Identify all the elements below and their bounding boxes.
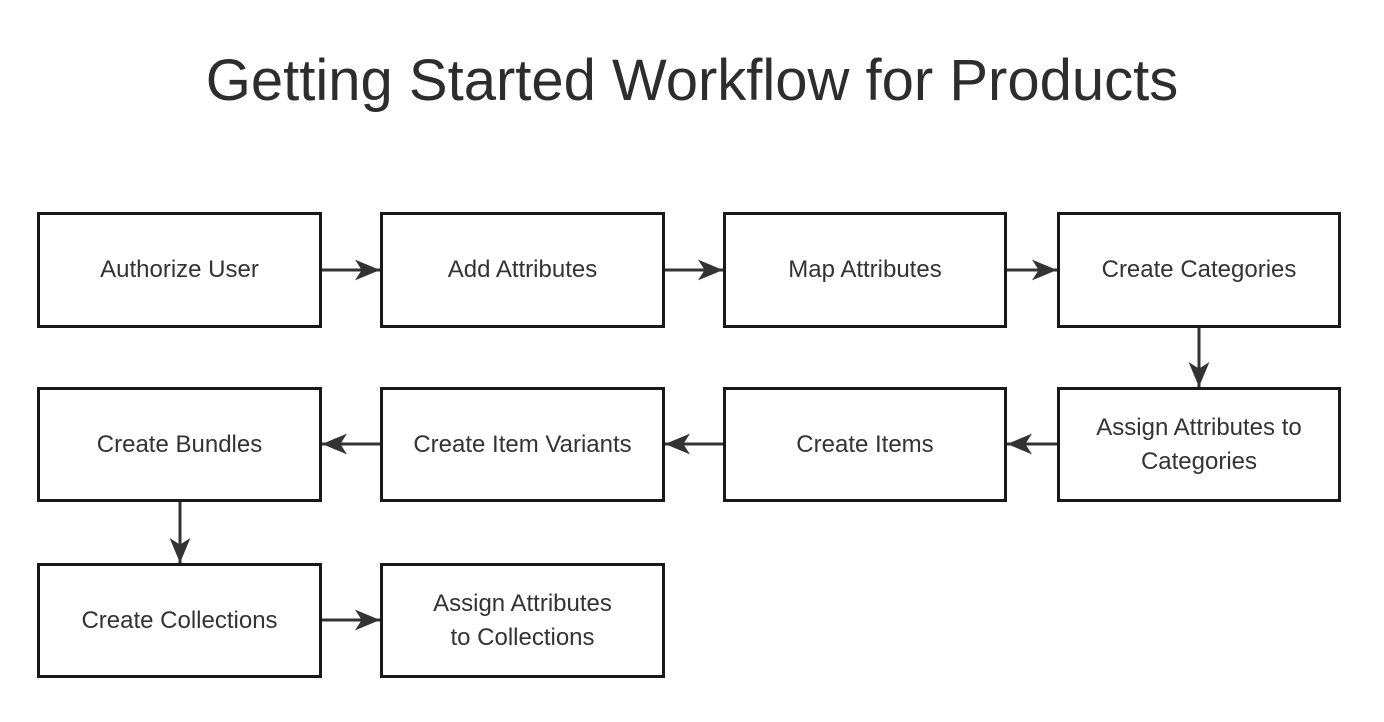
node-label: Map Attributes: [788, 256, 942, 284]
node-label: Create Items: [796, 430, 934, 458]
node-label: Assign Attributes to Categories: [1096, 413, 1302, 475]
flowchart-node-assign-attributes-to-categories: Assign Attributes to Categories: [1057, 387, 1341, 502]
flowchart-node-add-attributes: Add Attributes: [380, 212, 665, 328]
flowchart-node-create-bundles: Create Bundles: [37, 387, 322, 502]
flowchart-node-create-items: Create Items: [723, 387, 1007, 502]
flowchart-node-authorize-user: Authorize User: [37, 212, 322, 328]
flowchart-node-assign-attributes-to-collections: Assign Attributes to Collections: [380, 563, 665, 678]
flowchart-node-create-categories: Create Categories: [1057, 212, 1341, 328]
flowchart-node-create-item-variants: Create Item Variants: [380, 387, 665, 502]
node-label: Assign Attributes to Collections: [433, 589, 612, 651]
node-label: Add Attributes: [447, 256, 598, 284]
node-label: Create Categories: [1101, 256, 1297, 284]
diagram-title: Getting Started Workflow for Products: [205, 48, 1179, 113]
node-label: Create Collections: [81, 606, 278, 634]
flowchart-node-create-collections: Create Collections: [37, 563, 322, 678]
node-label: Create Bundles: [96, 430, 263, 458]
node-label: Create Item Variants: [413, 430, 632, 458]
node-label: Authorize User: [100, 256, 259, 284]
flowchart-node-map-attributes: Map Attributes: [723, 212, 1007, 328]
